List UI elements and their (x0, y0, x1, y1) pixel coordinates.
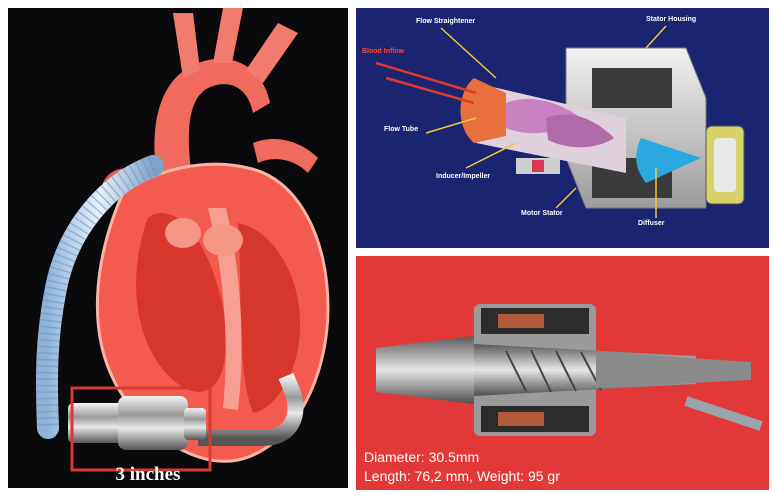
vessel (173, 13, 200, 78)
pump-cross-section-photo: Diameter: 30.5mm Length: 76,2 mm, Weight… (356, 256, 769, 490)
pump-inlet (376, 336, 474, 404)
caption-diameter: Diameter: 30.5mm (364, 449, 479, 465)
flow-straightener (461, 78, 507, 143)
caption-length-weight: Length: 76,2 mm, Weight: 95 gr (364, 468, 560, 484)
vessel (253, 139, 318, 173)
motor-stator (592, 68, 672, 108)
label-diffuser: Diffuser (638, 220, 664, 227)
vessel (246, 23, 298, 83)
inducer-stub (532, 160, 544, 172)
outlet-tube (686, 401, 761, 426)
stator-winding-copper (498, 412, 544, 426)
label-flow-tube: Flow Tube (384, 126, 418, 133)
blood-inflow-arrow (386, 78, 474, 103)
valve (165, 218, 201, 248)
heart-illustration (8, 8, 348, 488)
heart-illustration-panel: 3 inches (8, 8, 348, 488)
pump-outlet (596, 352, 751, 388)
valve (203, 224, 243, 256)
label-motor-stator: Motor Stator (521, 210, 563, 217)
label-inducer-impeller: Inducer/Impeller (436, 173, 490, 180)
label-flow-straightener: Flow Straightener (416, 18, 475, 25)
scale-label: 3 inches (8, 464, 288, 486)
stator-winding-copper (498, 314, 544, 328)
label-blood-inflow: Blood Inflow (362, 48, 404, 55)
outlet-ring-inner (714, 138, 736, 192)
pump-cutaway-diagram: Flow Straightener Stator Housing Blood I… (356, 8, 769, 248)
implanted-pump (68, 396, 206, 450)
vessel (213, 8, 243, 63)
label-stator-housing: Stator Housing (646, 16, 696, 23)
